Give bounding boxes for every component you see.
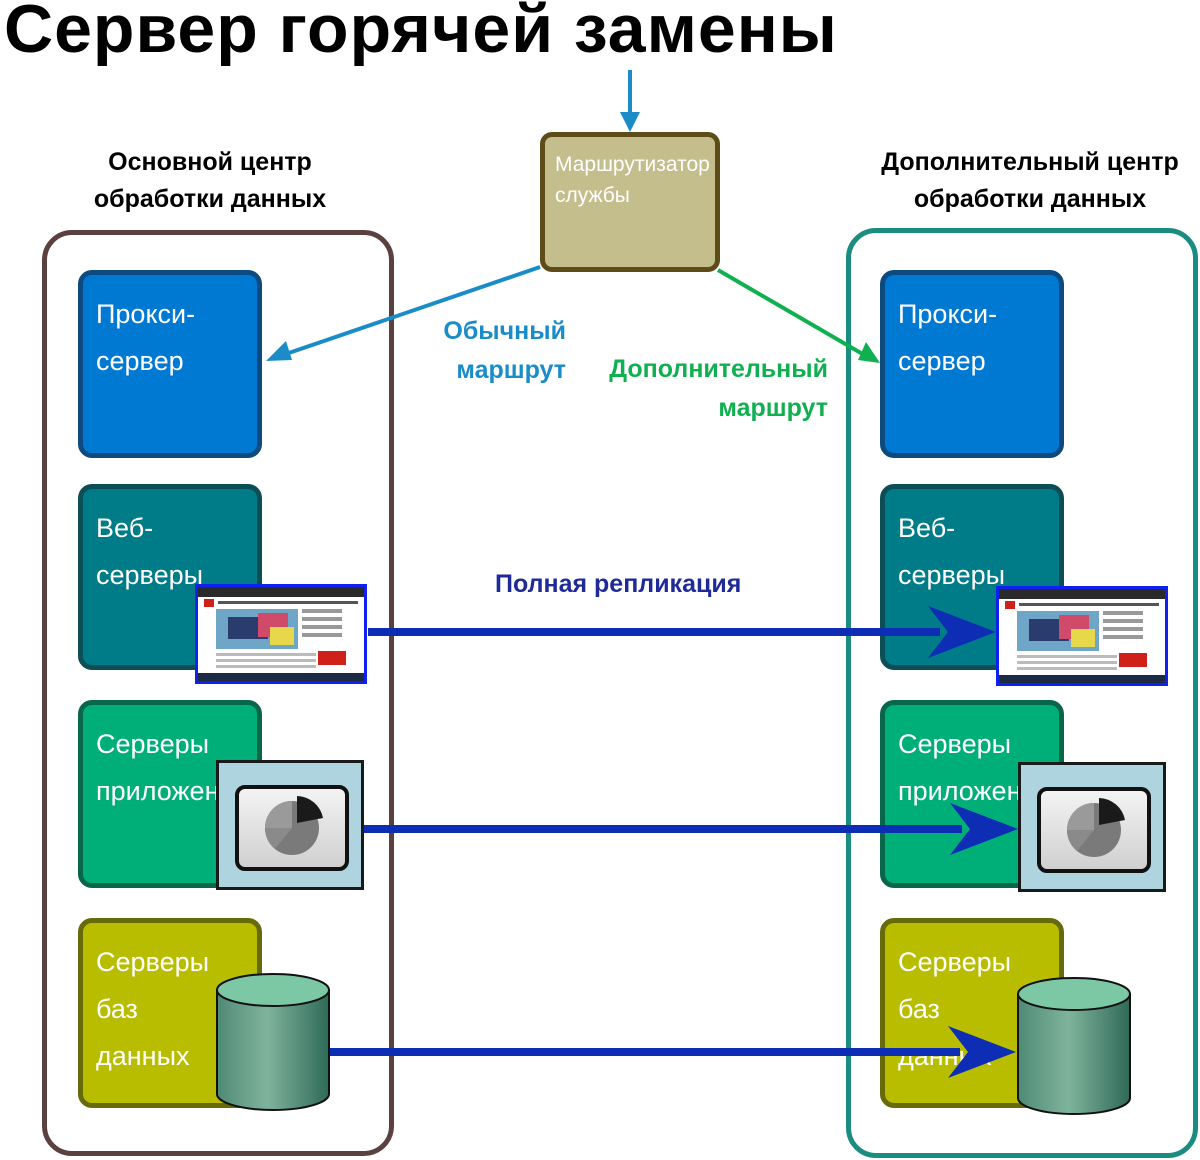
website-thumbnail-icon [198, 587, 364, 681]
service-router-box[interactable]: Маршрутизатор службы [540, 132, 720, 272]
normal-route-arrowhead-icon [266, 341, 292, 361]
primary-website-screenshot [195, 584, 367, 684]
primary-dc-label: Основной центр обработки данных [93, 148, 327, 213]
secondary-proxy-tile[interactable]: Прокси- сервер [880, 270, 1064, 458]
secondary-database-icon [1017, 977, 1131, 1115]
secondary-web-label: Веб- серверы [898, 513, 1006, 590]
secondary-app-label: Серверы приложен [898, 729, 1022, 806]
normal-route-arrow [279, 265, 541, 358]
service-router-label: Маршрутизатор службы [555, 153, 710, 207]
primary-db-label: Серверы баз данных [96, 947, 210, 1071]
full-replication-label: Полная репликация [495, 570, 742, 598]
pie-chart-icon [235, 785, 349, 871]
pie-chart-icon [1037, 787, 1151, 873]
additional-route-arrowhead-icon [858, 342, 880, 363]
web-replication-arrowhead-icon [928, 606, 996, 658]
secondary-dc-label: Дополнительный центр обработки данных [881, 148, 1179, 213]
primary-web-label: Веб- серверы [96, 513, 204, 590]
page-title: Сервер горячей замены [4, 0, 838, 67]
incoming-arrowhead-icon [620, 112, 640, 132]
primary-app-label: Серверы приложен [96, 729, 220, 806]
secondary-proxy-label: Прокси- сервер [898, 299, 998, 376]
primary-app-chart-box [216, 760, 364, 890]
secondary-app-chart-box [1018, 762, 1166, 892]
db-replication-arrowhead-icon [948, 1026, 1016, 1078]
primary-proxy-label: Прокси- сервер [96, 299, 196, 376]
app-replication-arrowhead-icon [950, 803, 1018, 855]
additional-route-label: Дополнительный маршрут [609, 355, 828, 422]
secondary-website-screenshot [996, 586, 1168, 686]
additional-route-arrow [716, 268, 868, 358]
normal-route-label: Обычный маршрут [443, 317, 566, 384]
primary-proxy-tile[interactable]: Прокси- сервер [78, 270, 262, 458]
primary-database-icon [216, 973, 330, 1111]
primary-web-tile[interactable]: Веб- серверы [78, 484, 262, 670]
website-thumbnail-icon [999, 589, 1165, 683]
